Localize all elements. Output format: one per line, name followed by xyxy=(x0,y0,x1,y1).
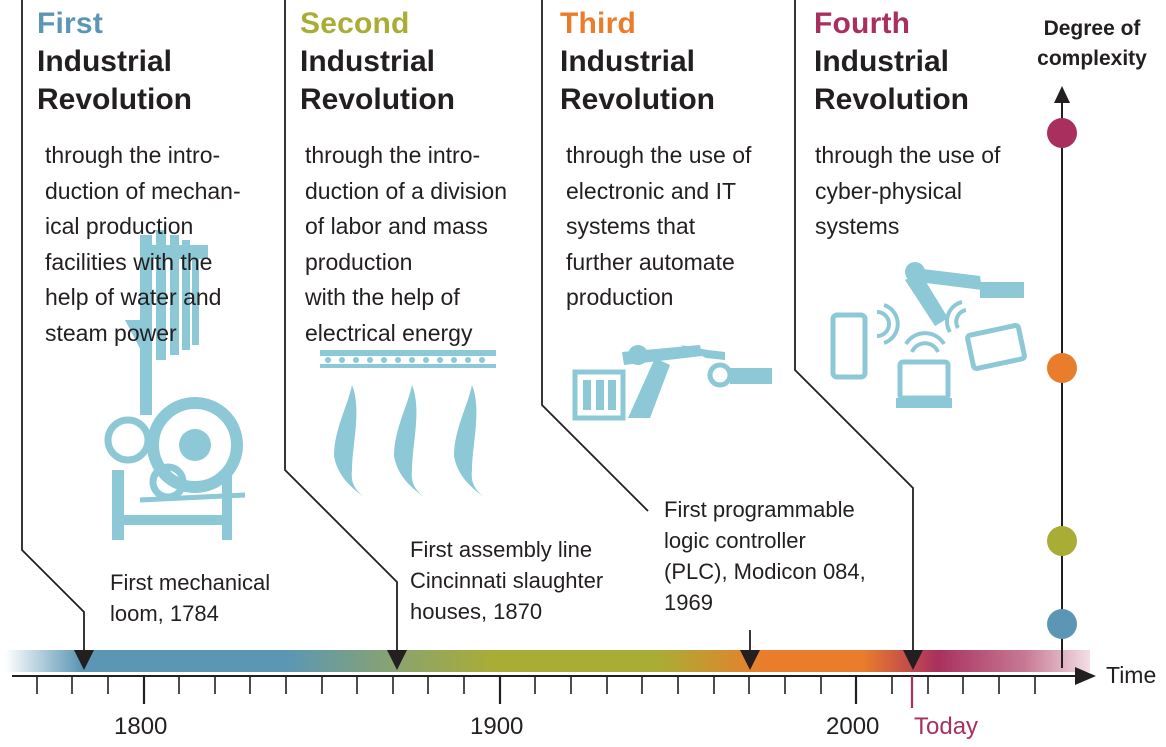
tick-label-2000: 2000 xyxy=(826,713,880,740)
revolution-ordinal: First xyxy=(37,7,104,40)
tick-label-1800: 1800 xyxy=(114,713,168,740)
revolution-title-line1: Industrial xyxy=(300,45,436,78)
first-revolution-header: First Industrial Revolution xyxy=(37,5,192,119)
third-revolution-description: through the use of electronic and IT sys… xyxy=(566,142,752,310)
complexity-level-4-dot xyxy=(1047,118,1077,148)
milestone-1870: First assembly line Cincinnati slaughter… xyxy=(410,537,604,624)
third-revolution-pointer xyxy=(541,0,649,512)
second-revolution-header: Second Industrial Revolution xyxy=(300,5,455,119)
milestone-arrow-2015 xyxy=(903,650,923,670)
revolution-ordinal: Third xyxy=(560,7,636,40)
revolution-title-line1: Industrial xyxy=(814,45,950,78)
second-revolution-description: through the intro- duction of a division… xyxy=(305,142,508,346)
time-axis-major-ticks xyxy=(142,676,858,704)
revolution-ordinal: Second xyxy=(300,7,410,40)
milestone-arrow-1870 xyxy=(387,650,407,670)
first-revolution-description: through the intro- duction of mechan- ic… xyxy=(45,142,241,346)
fourth-revolution-description: through the use of cyber-physical system… xyxy=(815,142,1001,239)
revolution-title-line2: Revolution xyxy=(37,83,192,116)
assembly-line-icon xyxy=(320,350,496,498)
milestone-arrow-1969 xyxy=(740,650,760,670)
revolution-title-line2: Revolution xyxy=(814,83,969,116)
industrial-robot-arm-icon xyxy=(572,345,772,421)
timeline-band xyxy=(5,650,1090,672)
complexity-level-2-dot xyxy=(1047,526,1077,556)
complexity-level-3-dot xyxy=(1047,353,1077,383)
third-revolution-header: Third Industrial Revolution xyxy=(560,5,715,119)
today-label: Today xyxy=(914,713,979,740)
connected-devices-icon xyxy=(830,262,1027,408)
complexity-axis-label-line1: Degree of xyxy=(1043,17,1141,40)
tick-label-1900: 1900 xyxy=(470,713,524,740)
time-axis-label: Time xyxy=(1106,662,1157,688)
complexity-axis-label-line2: complexity xyxy=(1037,47,1147,70)
first-revolution-pointer xyxy=(21,0,85,655)
complexity-axis-label: Degree of complexity xyxy=(1018,14,1166,74)
revolution-title-line2: Revolution xyxy=(560,83,715,116)
time-axis-arrow xyxy=(1075,667,1096,685)
milestone-arrow-1784 xyxy=(74,650,94,670)
revolution-title-line1: Industrial xyxy=(560,45,696,78)
mechanical-loom-icon xyxy=(104,230,246,540)
complexity-level-1-dot xyxy=(1047,609,1077,639)
revolution-title-line2: Revolution xyxy=(300,83,455,116)
milestone-1969: First programmable logic controller (PLC… xyxy=(664,497,866,615)
milestone-1784: First mechanical loom, 1784 xyxy=(110,570,271,626)
second-revolution-pointer xyxy=(284,0,398,655)
fourth-revolution-header: Fourth Industrial Revolution xyxy=(814,5,969,119)
fourth-revolution-pointer xyxy=(794,0,914,655)
time-axis-minor-ticks xyxy=(36,676,1036,694)
revolution-ordinal: Fourth xyxy=(814,7,911,40)
complexity-axis-arrow xyxy=(1054,86,1070,103)
revolution-title-line1: Industrial xyxy=(37,45,173,78)
